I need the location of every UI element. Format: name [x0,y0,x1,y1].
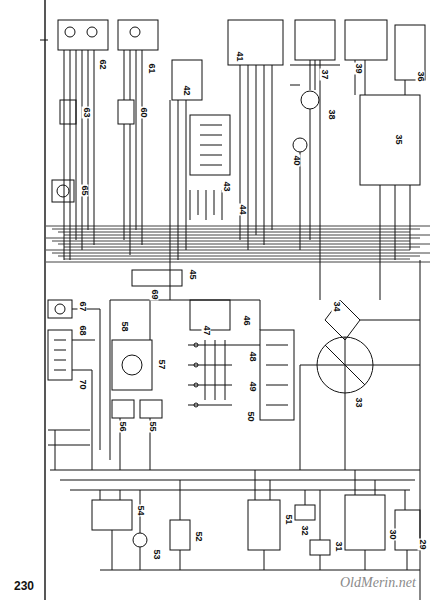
callout-number: 61 [147,62,156,74]
callout-number: 29 [418,538,427,550]
wire-bundle [52,229,420,230]
wire-bundle [46,250,410,251]
callout-number: 52 [194,530,203,542]
callout-number: 63 [82,106,91,118]
callout-number: 60 [139,106,148,118]
callout-number: 45 [188,268,197,280]
wire-bundle [64,259,410,260]
callout-number: 37 [320,68,329,80]
callout-number: 56 [118,420,127,432]
callout-number: 32 [300,524,309,536]
page-number: 230 [14,580,34,592]
callout-number: 41 [235,50,244,62]
callout-number: 53 [152,548,161,560]
callout-number: 36 [416,70,425,82]
callout-number: 54 [136,504,145,516]
callout-number: 48 [248,350,257,362]
callout-number: 55 [148,420,157,432]
wire-bundle [52,253,430,254]
callout-number: 43 [222,180,231,192]
callout-number: 38 [327,108,336,120]
callout-number: 58 [120,320,129,332]
callout-number: 34 [332,300,341,312]
wire-bundle [58,256,420,257]
callout-number: 31 [334,540,343,552]
wire-bundle [46,262,430,263]
callout-number: 42 [182,84,191,96]
wire-bundle [46,238,420,239]
callout-number: 33 [354,396,363,408]
callout-number: 68 [78,324,87,336]
wire-bundle [64,247,420,248]
wire-bundle [64,235,430,236]
callout-number: 69 [150,288,159,300]
callout-number: 51 [284,513,293,525]
callout-number: 40 [292,154,301,166]
callout-number: 57 [157,358,166,370]
callout-number: 44 [238,203,247,215]
callout-number: 65 [80,184,89,196]
watermark: OldMerin.net [340,576,416,590]
callout-number: 46 [242,314,251,326]
callout-number: 70 [78,378,87,390]
wire-bundle [52,241,410,242]
wire-bundle [58,232,410,233]
wire-bundle [58,244,430,245]
callout-number: 49 [248,380,257,392]
wire-bundle [46,226,430,227]
callout-number: 35 [394,133,403,145]
callout-number: 50 [246,410,255,422]
callout-number: 47 [202,324,211,336]
callout-number: 39 [354,62,363,74]
callout-number: 62 [98,58,107,70]
callout-number: 30 [388,528,397,540]
callout-number: 67 [78,300,87,312]
